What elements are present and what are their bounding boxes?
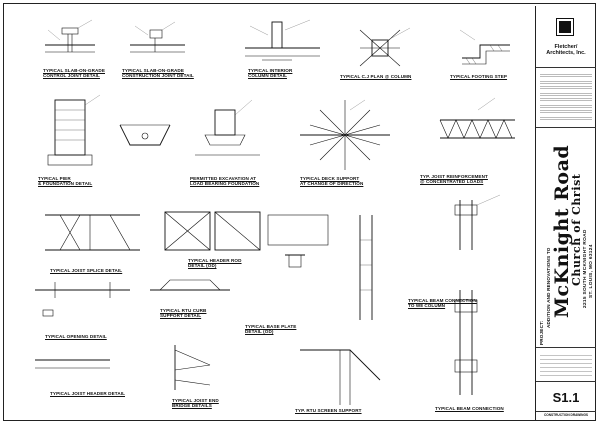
caption-d11: TYPICAL HEADER ROD DETAIL (OD) <box>188 258 242 268</box>
caption-d4: TYPICAL C.J PLAN @ COLUMN <box>340 74 412 79</box>
consultant-notes <box>540 72 592 122</box>
consultant-cell <box>536 68 596 128</box>
caption-d14: TYPICAL BASE PLATE DETAIL (OD) <box>245 324 297 334</box>
detail-d1-sketch <box>45 19 95 53</box>
detail-d6b-sketch <box>119 124 171 146</box>
project-address: 2215 SOUTH MCKNIGHT ROAD <box>583 229 588 308</box>
detail-d6-sketch <box>47 94 101 166</box>
firm-cell: Fletcher/ Architects, Inc. <box>536 6 596 68</box>
detail-d12-sketch <box>35 282 130 317</box>
sheet-border <box>3 3 596 421</box>
caption-d5: TYPICAL FOOTING STEP <box>450 74 508 79</box>
sheet-number-cell: S1.1 <box>536 382 596 412</box>
stamp-note: CONSTRUCTION DRAWINGS <box>543 413 589 417</box>
detail-d19-sketch <box>454 290 478 395</box>
detail-d18-sketch <box>300 349 381 405</box>
firm-logo-icon <box>556 18 574 36</box>
caption-d13: TYPICAL RTU CURB SUPPORT DETAIL <box>160 308 207 318</box>
revision-table <box>540 352 592 378</box>
project-cell: PROJECT: ADDITION AND RENOVATIONS TO McK… <box>536 128 596 348</box>
detail-d17-sketch <box>174 345 211 390</box>
caption-d12: TYPICAL OPENING DETAIL <box>45 334 107 339</box>
detail-column-sketch <box>359 215 373 320</box>
caption-d8: TYPICAL DECK SUPPORT AT CHANGE OF DIRECT… <box>300 176 364 186</box>
detail-d13-sketch <box>150 279 230 291</box>
revision-cell <box>536 348 596 382</box>
detail-d4-sketch <box>359 27 411 67</box>
caption-d6: TYPICAL PIER & FOUNDATION DETAIL <box>38 176 93 186</box>
caption-d16: TYPICAL JOIST HEADER DETAIL <box>50 391 126 396</box>
caption-d9: TYP. JOIST REINFORCEMENT @ CONCENTRATED … <box>420 174 488 184</box>
detail-d14-sketch <box>267 214 329 268</box>
detail-d3-sketch <box>245 19 320 61</box>
detail-d5-sketch <box>459 29 510 65</box>
firm-name: Fletcher/ Architects, Inc. <box>546 44 586 56</box>
sheet-number: S1.1 <box>552 390 580 405</box>
detail-d8-sketch <box>300 99 390 170</box>
drawing-area: TYPICAL SLAB-ON-GRADE CONTROL JOINT DETA… <box>10 6 530 420</box>
detail-d7-sketch <box>195 99 260 156</box>
caption-d1: TYPICAL SLAB-ON-GRADE CONTROL JOINT DETA… <box>43 68 105 78</box>
caption-d3: TYPICAL INTERIOR COLUMN DETAIL <box>248 68 293 78</box>
caption-d2: TYPICAL SLAB-ON-GRADE CONSTRUCTION JOINT… <box>122 68 194 78</box>
caption-d17: TYPICAL JOIST END BRIDGE DETAILS <box>172 398 219 408</box>
caption-d7: PERMITTED EXCAVATION AT LOAD BEARING FOU… <box>190 176 260 186</box>
project-sub: Church of Christ <box>570 173 583 286</box>
detail-d2-sketch <box>130 21 185 53</box>
detail-d11-sketch <box>164 211 261 251</box>
detail-d16-sketch <box>35 359 110 369</box>
detail-d9-sketch <box>439 97 515 139</box>
caption-d19: TYPICAL BEAM CONNECTION <box>435 406 504 411</box>
project-label: PROJECT: <box>539 320 544 345</box>
caption-d15: TYPICAL BEAM CONNECTION TO W8 COLUMN <box>408 298 477 308</box>
caption-d18: TYP. RTU SCREEN SUPPORT <box>295 408 362 413</box>
title-block: Fletcher/ Architects, Inc. PROJECT: ADDI… <box>535 6 596 420</box>
project-city: ST. LOUIS, MO 63124 <box>589 244 594 298</box>
caption-d10: TYPICAL JOIST SPLICE DETAIL <box>50 268 123 273</box>
detail-d15-sketch <box>454 194 501 250</box>
detail-d10-sketch <box>45 214 140 251</box>
